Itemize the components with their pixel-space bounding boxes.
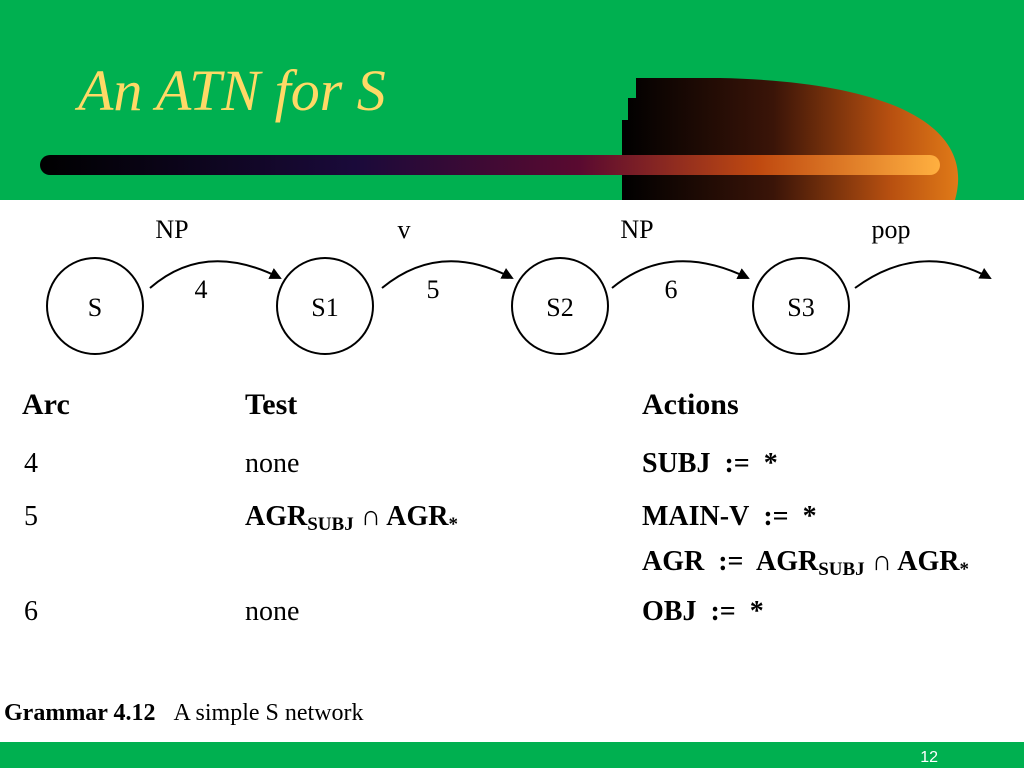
state-node-s3: [752, 257, 850, 355]
state-node-s1: [276, 257, 374, 355]
pop-arc-category: pop: [872, 215, 911, 244]
action-star-subscript: *: [959, 559, 970, 580]
action-lhs: OBJ: [642, 596, 697, 627]
row-6-action: OBJ := *: [642, 598, 764, 626]
test-star-subscript: *: [448, 514, 459, 535]
footer-band: 12: [0, 742, 1024, 768]
arc-6-number: 6: [665, 275, 678, 304]
row-5-action-1: MAIN-V := *: [642, 503, 817, 531]
table-header-test: Test: [245, 388, 298, 421]
arc-6-category: NP: [620, 215, 653, 244]
intersection-symbol: ∩: [871, 546, 892, 577]
action-lhs: MAIN-V: [642, 501, 750, 532]
arc-4-number: 4: [195, 275, 208, 304]
arc-4-category: NP: [155, 215, 188, 244]
action-lhs: SUBJ: [642, 448, 711, 479]
row-6-test: none: [245, 596, 300, 627]
test-agr: AGR: [245, 501, 308, 532]
row-4-action: SUBJ := *: [642, 450, 778, 478]
state-node-s: [46, 257, 144, 355]
row-5-test: AGRSUBJ ∩ AGR*: [245, 501, 459, 535]
atn-network-diagram: S S1 S2 S3 NP 4 v 5 NP 6 pop: [46, 215, 992, 355]
action-rhs: *: [763, 448, 778, 479]
arc-6-arrow: [611, 260, 750, 289]
state-label-s2: S2: [546, 293, 573, 322]
action-lhs: AGR: [642, 546, 705, 577]
arc-5-arrow: [381, 260, 514, 289]
row-4-test: none: [245, 448, 300, 479]
slide-title: An ATN for S: [78, 58, 386, 123]
test-agr-2: AGR: [386, 501, 449, 532]
title-band: An ATN for S: [0, 0, 1024, 200]
table-header-actions: Actions: [642, 388, 739, 421]
action-op: :=: [718, 546, 744, 577]
action-op: :=: [724, 448, 750, 479]
row-6-arc: 6: [24, 596, 38, 627]
state-node-s2: [511, 257, 609, 355]
arc-5-number: 5: [427, 275, 440, 304]
intersection-symbol: ∩: [360, 501, 381, 532]
pop-arc-arrow: [854, 260, 992, 289]
figure-caption: Grammar 4.12 A simple S network: [4, 700, 364, 727]
row-5-arc: 5: [24, 501, 38, 532]
state-label-s: S: [88, 293, 102, 322]
arc-4-arrow: [149, 260, 282, 289]
action-subscript: SUBJ: [818, 559, 865, 580]
arc-5-category: v: [398, 215, 411, 244]
state-label-s3: S3: [787, 293, 814, 322]
caption-text: A simple S network: [173, 700, 364, 726]
row-4-arc: 4: [24, 448, 38, 479]
action-agr: AGR: [755, 546, 819, 577]
action-rhs: *: [749, 596, 764, 627]
table-header-arc: Arc: [22, 388, 70, 421]
row-5-action-2: AGR := AGRSUBJ ∩ AGR*: [642, 546, 970, 580]
test-subscript: SUBJ: [307, 514, 354, 535]
action-rhs: *: [802, 501, 817, 532]
caption-label: Grammar 4.12: [4, 700, 156, 726]
action-op: :=: [763, 501, 789, 532]
action-op: :=: [710, 596, 736, 627]
action-agr-2: AGR: [897, 546, 960, 577]
state-label-s1: S1: [311, 293, 338, 322]
decorative-swoosh: [40, 78, 959, 200]
page-number: 12: [920, 749, 938, 766]
